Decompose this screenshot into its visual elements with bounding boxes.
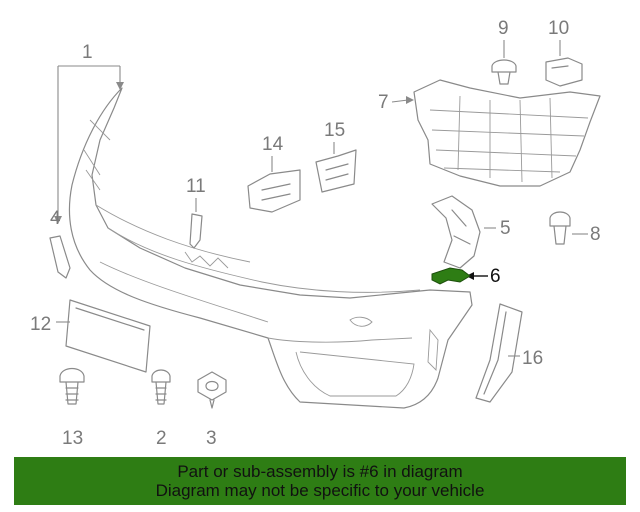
part-15-guide bbox=[315, 149, 357, 193]
callout-label-4: 4 bbox=[50, 208, 61, 229]
part-16-trim-strip bbox=[475, 303, 523, 403]
callout-label-7: 7 bbox=[378, 92, 389, 113]
callout-label-10: 10 bbox=[548, 18, 569, 39]
part-10-nut bbox=[545, 57, 583, 87]
exploded-parts-diagram: 1 4 11 14 15 7 9 10 bbox=[30, 18, 601, 449]
banner-line-1: Part or sub-assembly is #6 in diagram bbox=[177, 462, 463, 481]
part-3-nut bbox=[197, 371, 227, 409]
callout-label-12: 12 bbox=[30, 314, 51, 335]
part-12-license-plate-base bbox=[65, 299, 151, 373]
part-9-push-clip bbox=[491, 59, 517, 85]
part-2-screw bbox=[151, 369, 171, 405]
callout-label-8: 8 bbox=[590, 224, 601, 245]
part-4-side-reflector bbox=[49, 235, 71, 279]
leader-arrow-1 bbox=[116, 82, 124, 90]
banner-line-2: Diagram may not be specific to your vehi… bbox=[155, 481, 485, 500]
callout-label-3: 3 bbox=[206, 428, 217, 449]
callout-label-1: 1 bbox=[82, 42, 93, 63]
leader-arrow-7 bbox=[406, 96, 414, 104]
callout-label-16: 16 bbox=[522, 348, 543, 369]
leader-line-7 bbox=[391, 99, 409, 103]
callout-label-11: 11 bbox=[186, 176, 206, 197]
part-8-rivet-clip bbox=[549, 211, 571, 245]
part-6-highlighted-bracket[interactable] bbox=[431, 267, 471, 285]
callout-label-9: 9 bbox=[498, 18, 509, 39]
part-14-guide bbox=[247, 169, 301, 213]
leader-arrow-1b bbox=[54, 216, 62, 224]
part-13-screw bbox=[59, 367, 85, 405]
bumper-cover bbox=[68, 87, 473, 409]
callout-label-2: 2 bbox=[156, 428, 167, 449]
part-11-bracket bbox=[189, 213, 203, 249]
part-7-bumper-carrier bbox=[413, 79, 601, 187]
callout-label-15: 15 bbox=[324, 120, 345, 141]
callout-label-6: 6 bbox=[490, 266, 501, 287]
leader-line-1 bbox=[57, 65, 121, 218]
callout-label-5: 5 bbox=[500, 218, 511, 239]
callout-label-13: 13 bbox=[62, 428, 83, 449]
part-5-side-bracket bbox=[431, 195, 481, 269]
callout-label-14: 14 bbox=[262, 134, 284, 155]
info-banner: Part or sub-assembly is #6 in diagram Di… bbox=[14, 457, 626, 505]
